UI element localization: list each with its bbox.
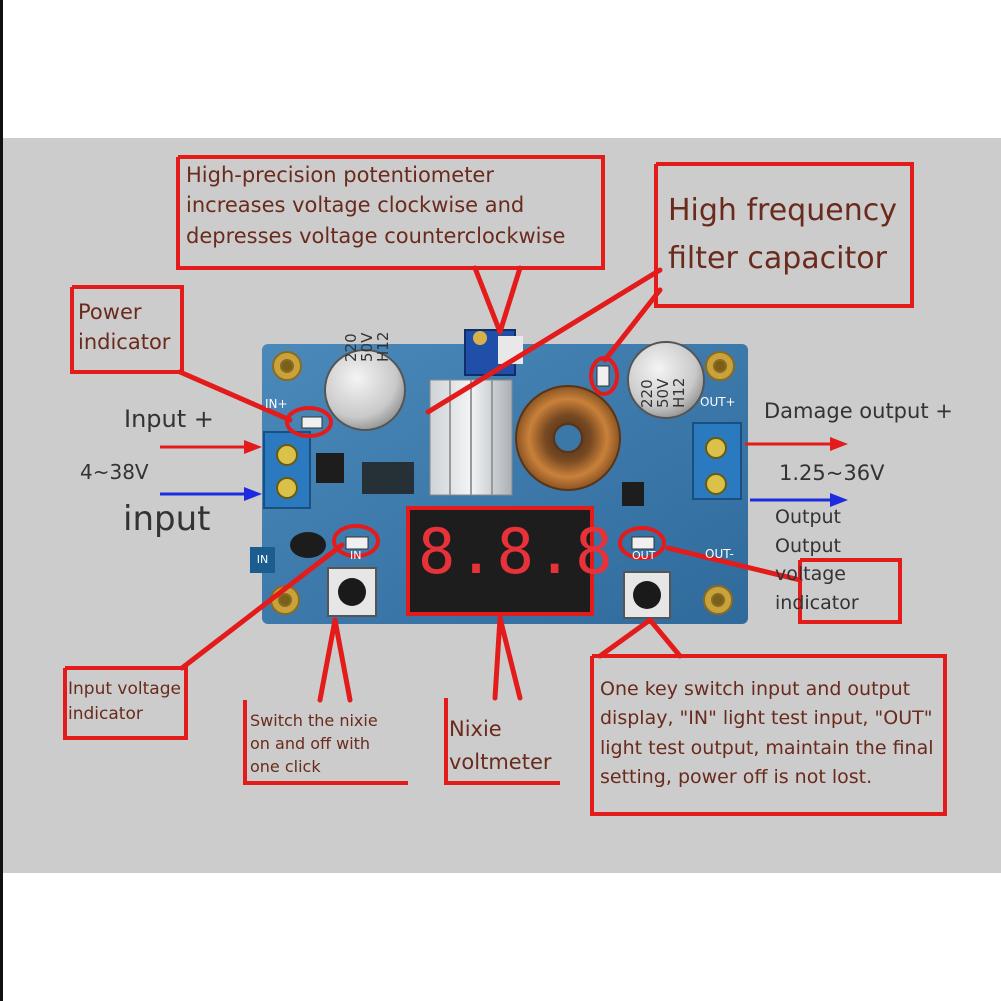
silk-out-plus: OUT+: [700, 395, 736, 409]
output-minus-arrow: [750, 493, 848, 507]
silk-out-led: OUT: [632, 549, 656, 562]
out-led-circle: [618, 526, 666, 560]
in-tag: IN: [250, 547, 275, 573]
input-terminal-block: [263, 431, 311, 509]
label-input-voltage-indicator: Input voltage indicator: [68, 679, 181, 724]
outvolt-pointer: [665, 545, 803, 583]
label-input: input: [123, 499, 211, 539]
power-pointer: [177, 369, 293, 423]
out-led: [631, 536, 655, 550]
capacitor-right-marking: 220 50V H12: [638, 377, 688, 408]
heatsink: [429, 379, 513, 496]
involt-pointer: [179, 542, 345, 671]
cap-pointer-b: [602, 287, 663, 363]
silk-in-plus: IN+: [265, 397, 288, 411]
outvolt-box: [798, 558, 902, 624]
power-led: [301, 416, 323, 429]
pot-pointer-a: [472, 265, 503, 335]
pot-pointer-b: [497, 265, 523, 335]
input-plus-arrow: [160, 440, 262, 454]
seven-segment-digits: 8.8.8: [418, 515, 615, 588]
out-led-2: [596, 365, 610, 387]
label-input-range: 4~38V: [80, 460, 149, 484]
output-plus-arrow: [745, 437, 848, 451]
onekey-box: [590, 654, 947, 816]
chip-resistors: [362, 462, 414, 494]
input-minus-arrow: [160, 487, 262, 501]
label-power-indicator: Power indicator: [78, 300, 171, 355]
toroid-inductor: [515, 385, 621, 491]
label-damage-output: Damage output +: [764, 399, 953, 423]
label-potentiometer: High-precision potentiometer increases v…: [186, 163, 566, 248]
diode: [316, 453, 344, 483]
in-led: [345, 536, 369, 550]
power-led-circle: [285, 406, 333, 438]
capacitor-right: [627, 341, 705, 419]
nixie-pointer-b: [497, 615, 523, 701]
label-one-key-switch: One key switch input and output display,…: [600, 678, 934, 789]
switch-pointer-a: [317, 617, 338, 703]
mounting-hole: [705, 351, 735, 381]
silk-in-led: IN: [350, 549, 362, 562]
nixie-box: [444, 698, 560, 785]
chip: [622, 482, 644, 506]
capacitor-left-marking: 220 50V H12: [342, 331, 392, 362]
onekey-pointer-a: [597, 617, 653, 659]
label-nixie-voltmeter: Nixie voltmeter: [449, 717, 552, 774]
mounting-hole: [703, 585, 733, 615]
involt-box: [63, 666, 188, 740]
left-border-line: [0, 0, 3, 1001]
label-capacitor: High frequency filter capacitor: [668, 193, 897, 276]
label-input-plus: Input +: [124, 405, 214, 433]
seven-segment-display: [406, 506, 594, 616]
switch-box: [243, 700, 408, 785]
in-led-circle: [332, 524, 380, 558]
cap-pointer-a: [425, 267, 663, 415]
label-output-voltage-indicator: Output Output voltage indicator: [775, 506, 859, 614]
switch-pointer-b: [332, 617, 353, 703]
label-switch-nixie: Switch the nixie on and off with one cli…: [250, 711, 378, 777]
onekey-pointer-b: [647, 617, 683, 659]
cap-box: [654, 162, 914, 308]
output-terminal-block: [692, 422, 742, 500]
capacitor-left: [324, 349, 406, 431]
pot-box: [176, 155, 605, 270]
transistor: [290, 532, 326, 558]
label-output-range: 1.25~36V: [779, 461, 885, 485]
mounting-hole: [272, 351, 302, 381]
silk-out-minus: OUT-: [705, 547, 734, 561]
tactile-button-right: [623, 571, 671, 619]
nixie-pointer-a: [492, 615, 503, 701]
tactile-button-left: [327, 567, 377, 617]
